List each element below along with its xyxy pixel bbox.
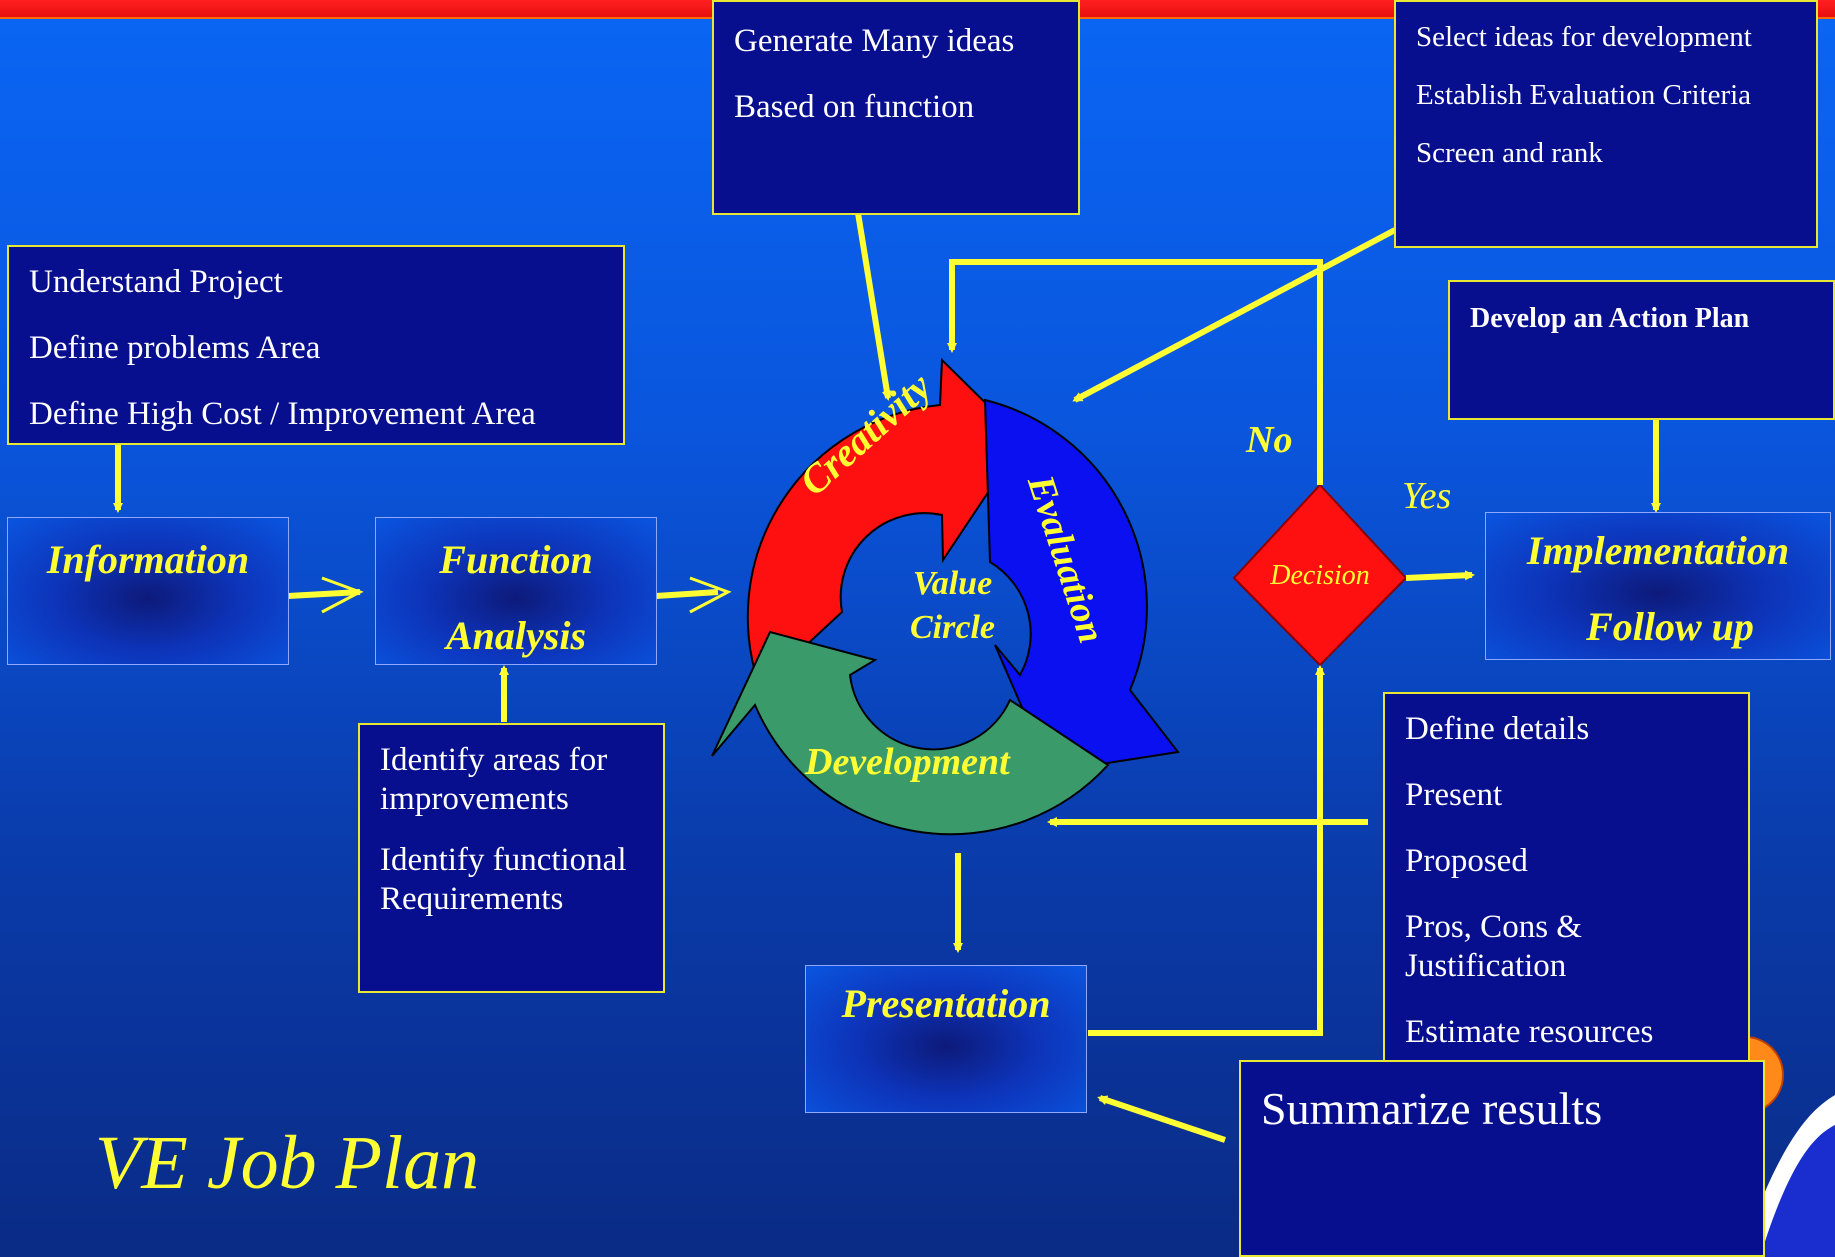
value-circle-label: Value Circle xyxy=(880,562,1025,650)
note-line: Present xyxy=(1405,776,1503,813)
note-line: Generate Many ideas xyxy=(734,23,1015,59)
decision-label: Decision xyxy=(1270,560,1370,591)
identify-areas-note: Identify areas for improvements Identify… xyxy=(358,723,665,993)
action-plan-note: Develop an Action Plan xyxy=(1448,280,1835,420)
function-label: Function xyxy=(439,537,593,582)
decision-no-label: No xyxy=(1246,419,1293,461)
note-line: Proposed xyxy=(1405,842,1528,879)
note-line: Define problems Area xyxy=(29,329,321,366)
flow-arrowhead xyxy=(321,576,364,614)
select-ideas-note: Select ideas for development Establish E… xyxy=(1394,0,1818,248)
note-line: Define details xyxy=(1405,711,1590,747)
value-label: Value xyxy=(912,565,993,602)
generate-ideas-note: Generate Many ideas Based on function xyxy=(712,0,1080,215)
evaluation-arrow xyxy=(983,398,1180,774)
note-line: Identify functional Requirements xyxy=(380,841,627,917)
summarize-results-note: Summarize results xyxy=(1239,1060,1765,1257)
follow-up-label: Follow up xyxy=(1586,604,1754,649)
note-line: Understand Project xyxy=(29,264,283,300)
note-line: Pros, Cons & Justification xyxy=(1405,908,1582,984)
note-line: Based on function xyxy=(734,88,975,125)
presentation-stage: Presentation xyxy=(805,965,1087,1113)
flow-arrowhead xyxy=(689,576,732,614)
information-label: Information xyxy=(46,537,250,582)
note-line: Select ideas for development xyxy=(1416,21,1752,53)
note-line: Summarize results xyxy=(1261,1083,1603,1134)
note-line: Estimate resources xyxy=(1405,1013,1654,1050)
creativity-arrow xyxy=(746,357,1025,690)
define-details-note: Define details Present Proposed Pros, Co… xyxy=(1383,692,1750,1067)
slide-title: VE Job Plan xyxy=(95,1121,480,1205)
function-analysis-stage: Function Analysis xyxy=(375,517,657,665)
note-line: Establish Evaluation Criteria xyxy=(1416,79,1752,112)
analysis-label: Analysis xyxy=(445,613,587,658)
implementation-stage: Implementation Follow up xyxy=(1485,512,1831,660)
understand-project-note: Understand Project Define problems Area … xyxy=(7,245,625,445)
implementation-label: Implementation xyxy=(1526,528,1790,573)
circle-label: Circle xyxy=(910,609,995,646)
decision-yes-label: Yes xyxy=(1402,475,1452,517)
note-line: Define High Cost / Improvement Area xyxy=(29,395,536,432)
note-line: Develop an Action Plan xyxy=(1470,303,1750,334)
development-label: Development xyxy=(805,741,1010,783)
information-stage: Information xyxy=(7,517,289,665)
development-arrow xyxy=(711,630,1110,836)
note-line: Screen and rank xyxy=(1416,137,1603,170)
note-line: Identify areas for improvements xyxy=(380,742,608,817)
presentation-label: Presentation xyxy=(841,981,1051,1026)
corner-logo-swoosh-blue xyxy=(1760,1125,1835,1257)
